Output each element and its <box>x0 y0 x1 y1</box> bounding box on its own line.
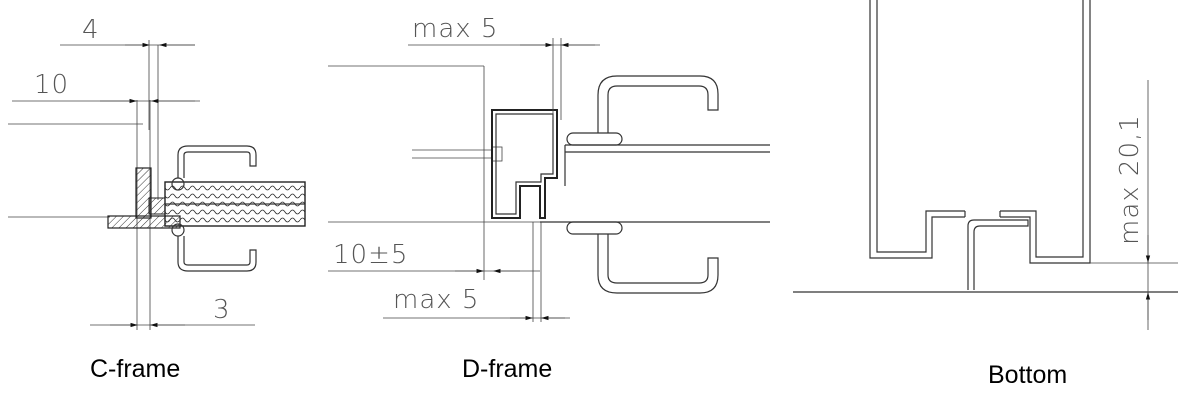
d-door-leaf <box>540 144 770 223</box>
d-frame-detail <box>328 38 770 322</box>
c-dim-4: 4 <box>82 15 100 45</box>
caption-c-frame: C-frame <box>90 355 181 383</box>
caption-bottom: Bottom <box>988 361 1068 389</box>
d-dim-max5-bottom: max 5 <box>393 285 479 315</box>
d-dim-10pm5: 10±5 <box>333 240 408 270</box>
b-dim-max20-1: max 20,1 <box>1115 114 1145 245</box>
d-frame-profile <box>491 109 558 219</box>
d-dim-max5-top: max 5 <box>412 14 498 44</box>
bottom-detail <box>793 0 1178 330</box>
c-dim-10: 10 <box>34 70 69 100</box>
c-frame-detail <box>8 40 306 330</box>
caption-d-frame: D-frame <box>462 355 553 383</box>
c-dim-3: 3 <box>213 295 231 325</box>
